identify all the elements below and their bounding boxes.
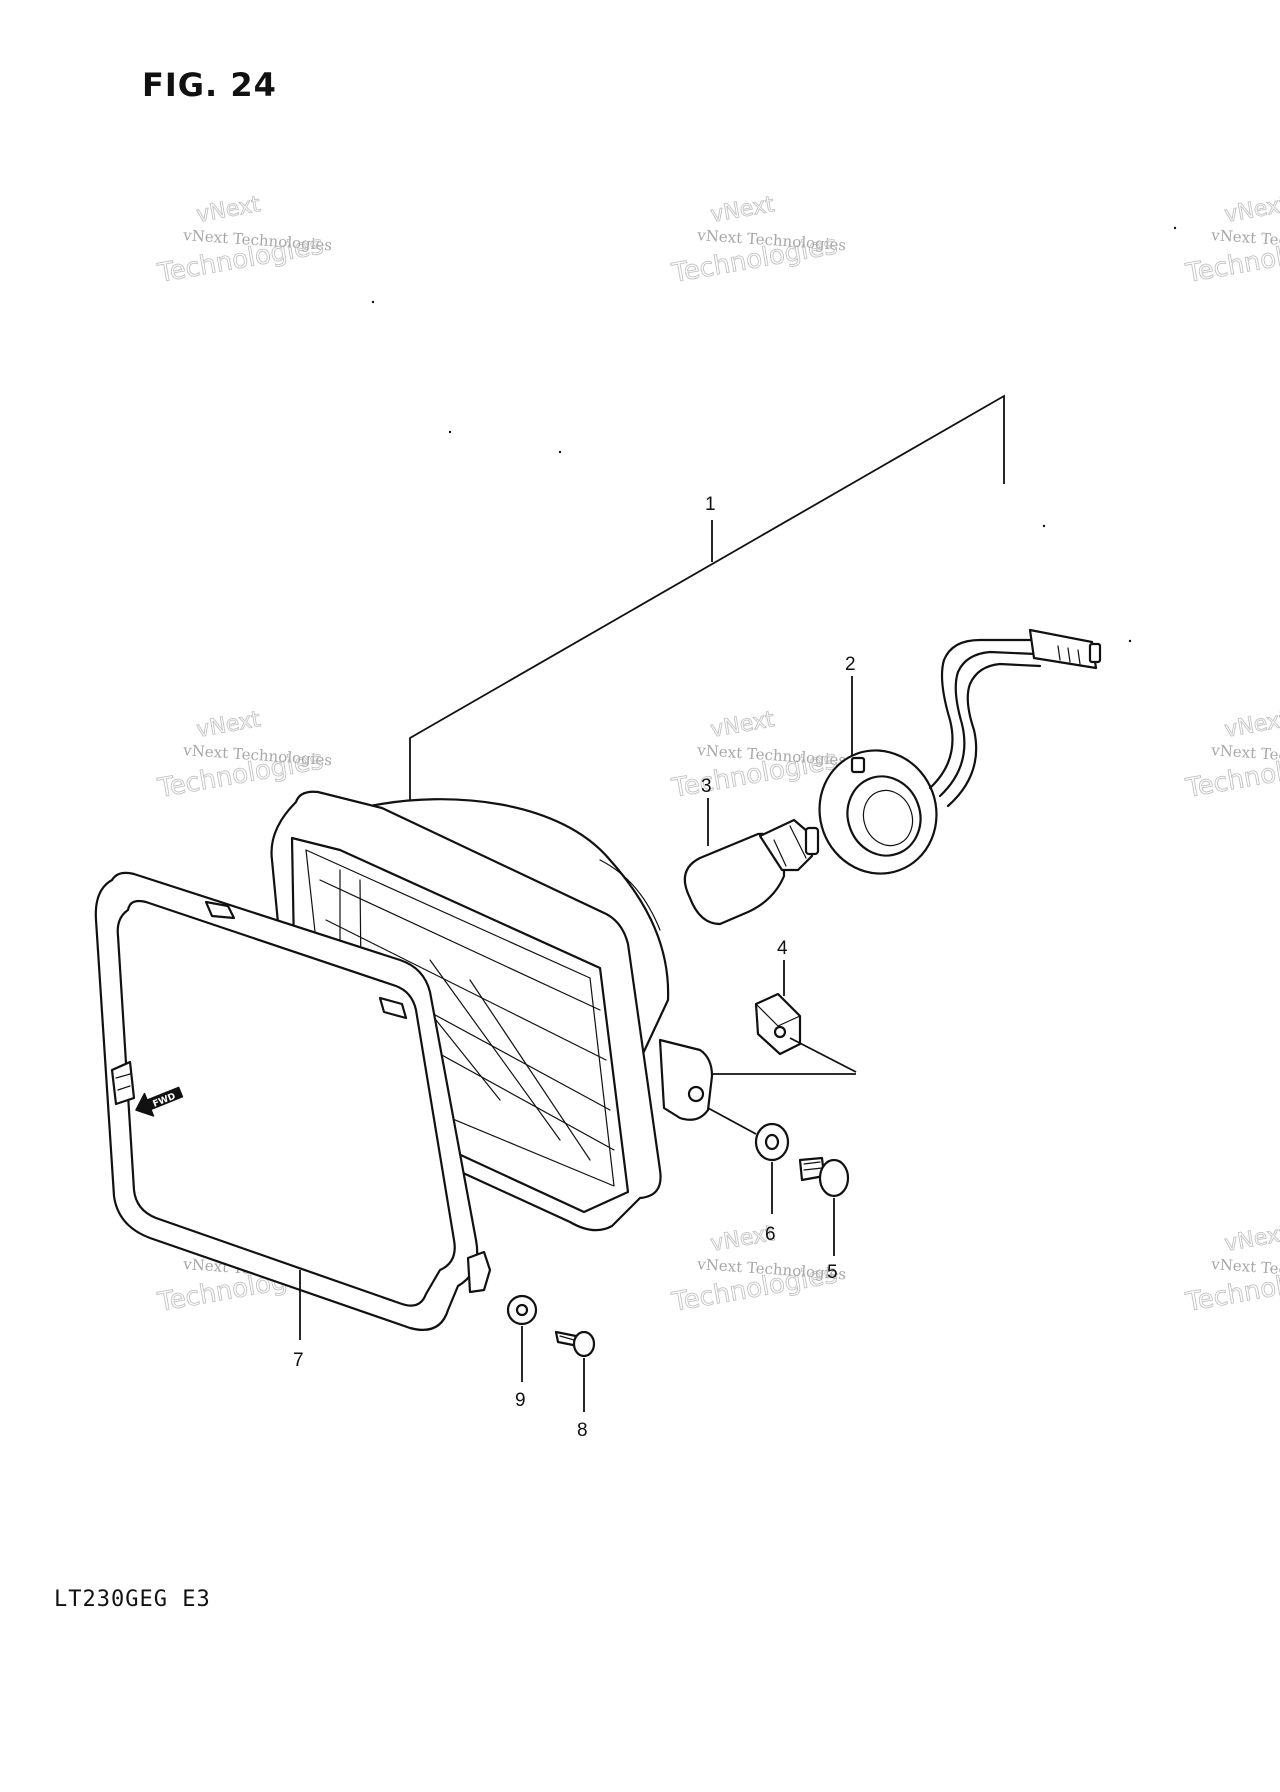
- watermark: vNext vNext Technologies Technologies: [669, 192, 847, 290]
- callout-labels: 1 2 3 4 5 6 7 8 9: [293, 494, 856, 1441]
- watermark-outline-top: vNext: [709, 707, 777, 743]
- watermark-outline-top: vNext: [195, 707, 263, 743]
- callout-8: 8: [577, 1420, 588, 1441]
- callout-7: 7: [293, 1350, 304, 1371]
- callout-3: 3: [701, 776, 712, 797]
- assembly-bracket: [409, 394, 1005, 802]
- watermark: vNext vNext Technologies Technologies: [1183, 192, 1280, 290]
- watermark-outline-top: vNext: [195, 192, 263, 228]
- watermark: vNext vNext Technologies Technologies: [669, 1221, 847, 1319]
- leader-lines: [299, 520, 857, 1412]
- figure-title: FIG. 24: [142, 66, 277, 104]
- watermark-outline-top: vNext: [1223, 707, 1280, 743]
- screw-8: [554, 1330, 596, 1358]
- model-code: LT230GEG E3: [54, 1587, 211, 1612]
- washer-9: [506, 1294, 538, 1326]
- bulb-socket: [818, 628, 1102, 875]
- screw-5: [798, 1156, 850, 1198]
- callout-5: 5: [827, 1262, 838, 1283]
- watermark-outline-top: vNext: [1223, 192, 1280, 228]
- watermark: vNext vNext Technologies Technologies: [155, 192, 333, 290]
- scan-specks: [371, 226, 1177, 643]
- callout-9: 9: [515, 1390, 526, 1411]
- callout-6: 6: [765, 1224, 776, 1245]
- callout-1: 1: [705, 494, 716, 515]
- watermark-outline-top: vNext: [1223, 1221, 1280, 1257]
- watermark: vNext vNext Technologies Technologies: [155, 707, 333, 805]
- callout-2: 2: [845, 654, 856, 675]
- watermark-outline-top: vNext: [709, 192, 777, 228]
- washer-6: [754, 1122, 790, 1162]
- watermark: vNext vNext Technologies Technologies: [669, 707, 847, 805]
- square-nut: [754, 992, 802, 1056]
- headlight-rim: [94, 871, 492, 1331]
- watermark: vNext vNext Technologies Technologies: [1183, 707, 1280, 805]
- callout-4: 4: [777, 938, 788, 959]
- watermark: vNext vNext Technologies Technologies: [1183, 1221, 1280, 1319]
- headlight-bulb: [683, 818, 820, 926]
